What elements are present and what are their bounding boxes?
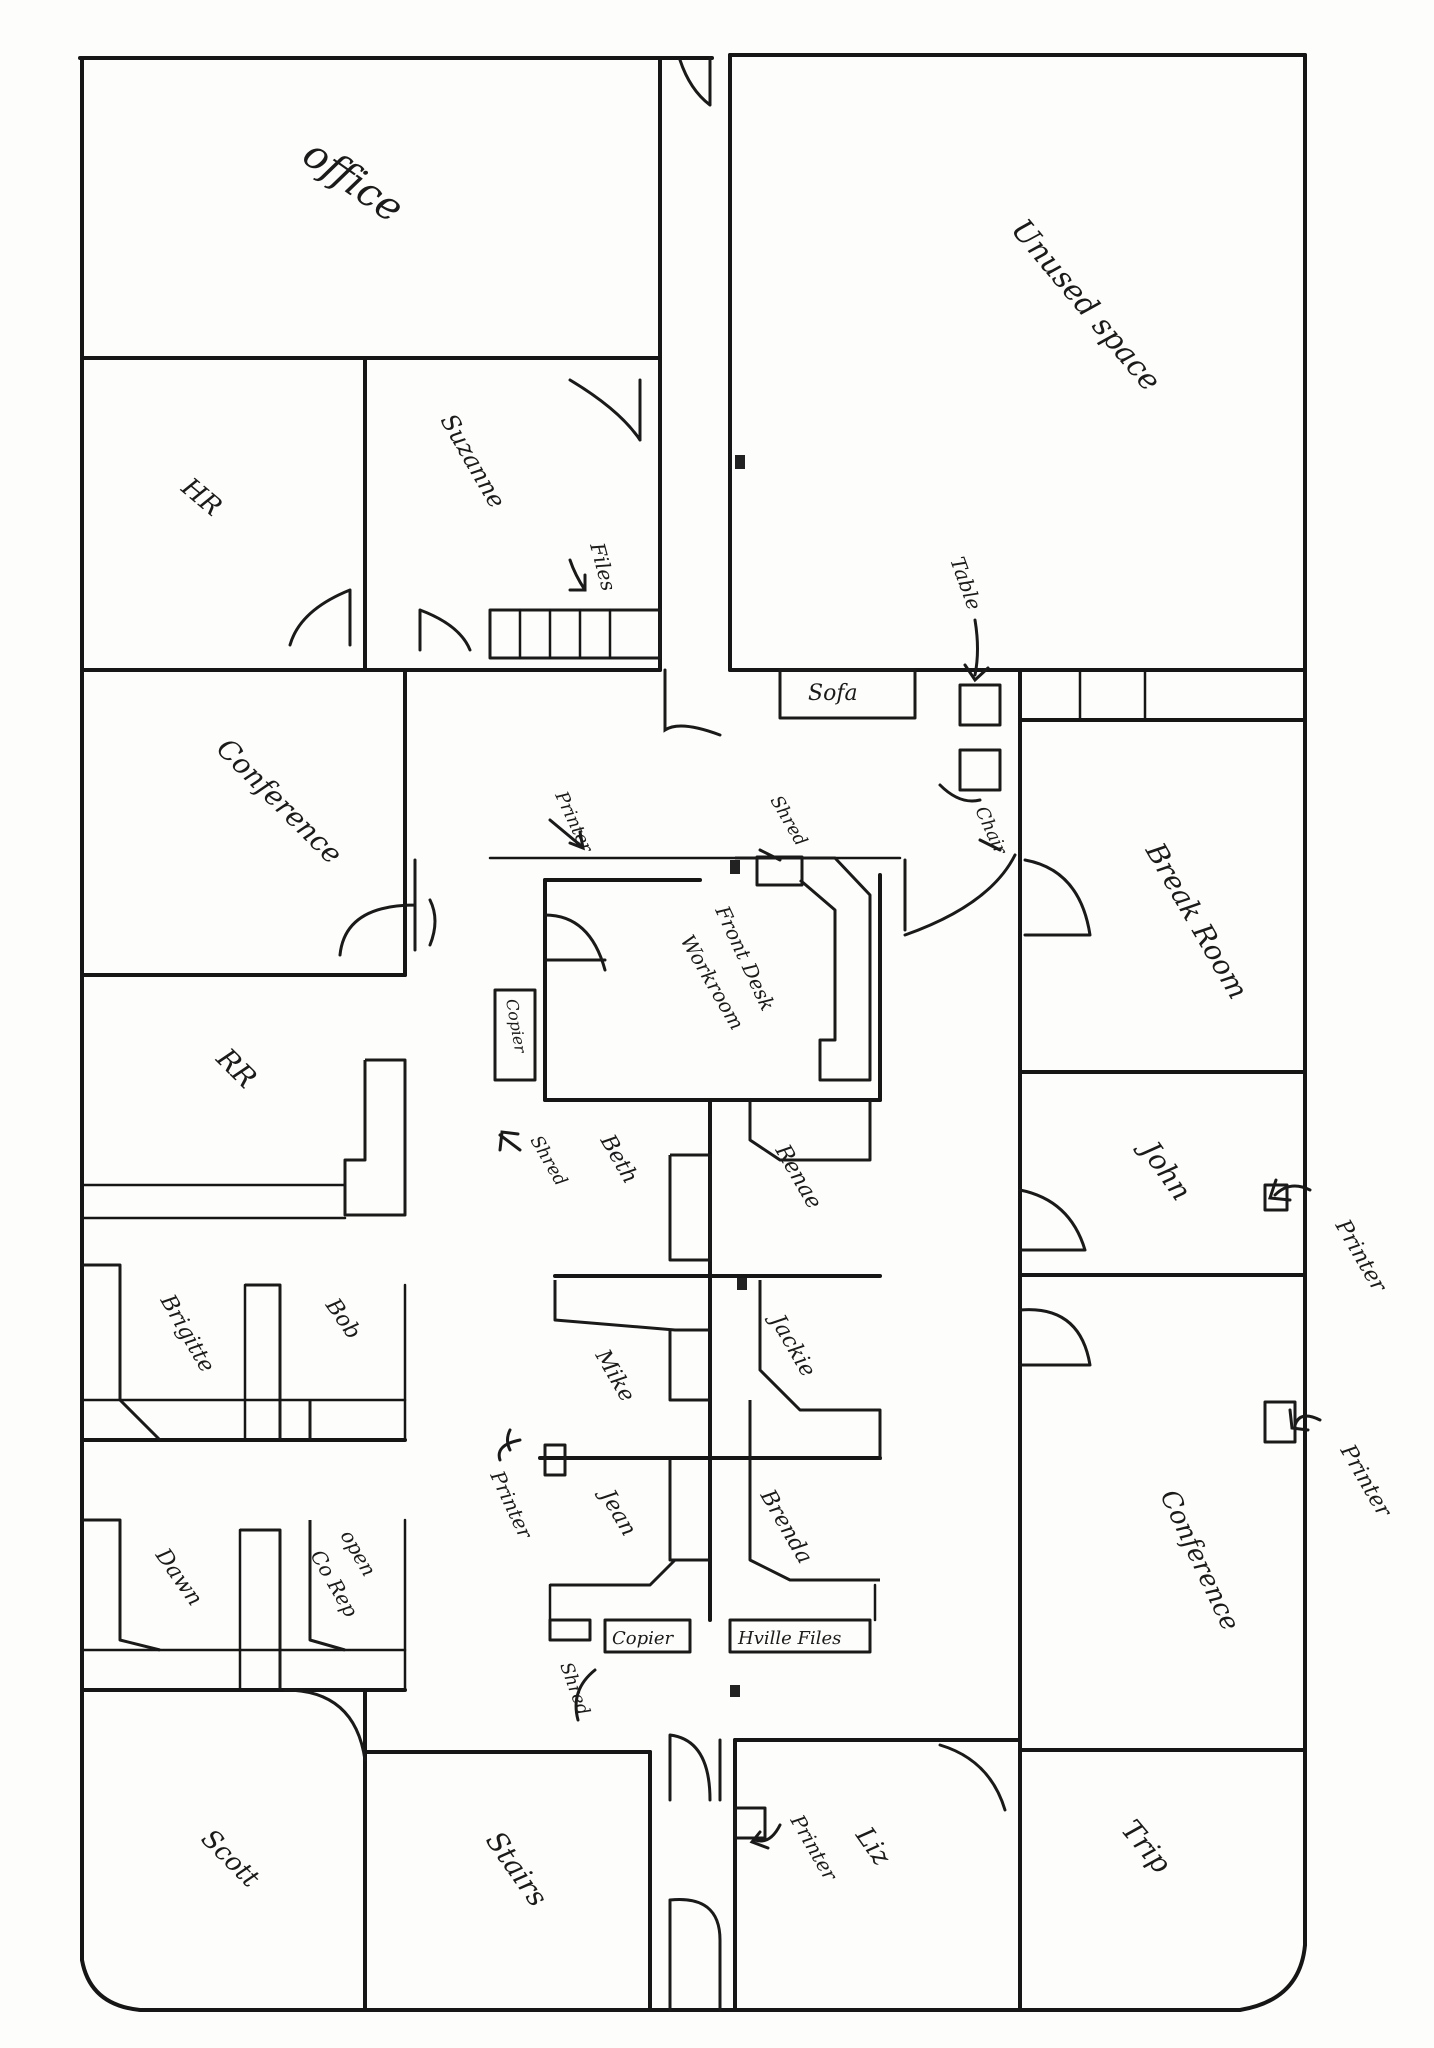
label-beth: Beth [594,1130,642,1189]
doors [283,56,1092,2012]
label-printer-3: Printer [1334,1440,1396,1523]
label-break-room: Break Room [1138,836,1254,1004]
label-shred-3: Shred [555,1660,593,1719]
label-copier-2: Copier [612,1628,675,1649]
label-copier-1: Copier [502,997,530,1055]
copier-box [603,1618,692,1654]
label-liz: Liz [849,1821,897,1871]
label-renae: Renae [769,1140,826,1214]
label-mike: Mike [589,1345,639,1407]
label-jackie: Jackie [763,1307,820,1382]
label-bob: Bob [320,1293,366,1344]
label-printer-2: Printer [1329,1215,1391,1298]
label-chair: Chair [970,803,1011,859]
hville-files-box [728,1618,872,1654]
left-cubicles [80,1058,407,1692]
workroom-walls [488,855,902,1102]
label-rr: RR [209,1041,263,1095]
room-labels: office Unused space HR Suzanne Files Tab… [150,131,1397,1913]
corridor-walls [658,53,1307,2012]
label-office: office [294,131,412,233]
left-walls [80,356,662,2012]
label-trip: Trip [1115,1813,1178,1879]
label-suzanne: Suzanne [435,409,511,513]
label-conference-right: Conference [1154,1485,1245,1635]
printer-box [543,1443,567,1477]
label-stairs: Stairs [479,1825,554,1913]
label-hr: HR [175,472,227,523]
label-dawn: Dawn [150,1543,208,1610]
label-brigitte: Brigitte [154,1290,219,1377]
label-scott: Scott [195,1824,265,1894]
label-printer-1: Printer [550,787,597,857]
label-unused-space: Unused space [1004,213,1168,399]
label-printer-4: Printer [485,1466,538,1543]
sofa-box [778,668,917,720]
copier-1-box [493,988,537,1082]
files-cabinets [488,608,662,660]
label-sofa: Sofa [808,681,858,706]
chair-box [958,748,1002,792]
label-shred-1: Shred [766,792,812,850]
label-jean: Jean [593,1482,641,1541]
label-printer-5: Printer [785,1810,843,1886]
outer-walls [78,53,1307,2012]
table-box [958,683,1002,727]
label-table: Table [945,554,986,614]
cubicle-walls [538,1098,882,1697]
furniture [488,455,1297,1840]
shredder-box [755,855,804,887]
arrows [497,558,1322,1850]
label-brenda: Brenda [754,1485,817,1569]
label-conference-top: Conference [210,732,349,871]
label-hville-files: Hville Files [737,1628,841,1649]
label-shred-2: Shred [526,1132,572,1190]
label-files: Files [585,539,621,593]
label-john: John [1131,1131,1198,1207]
